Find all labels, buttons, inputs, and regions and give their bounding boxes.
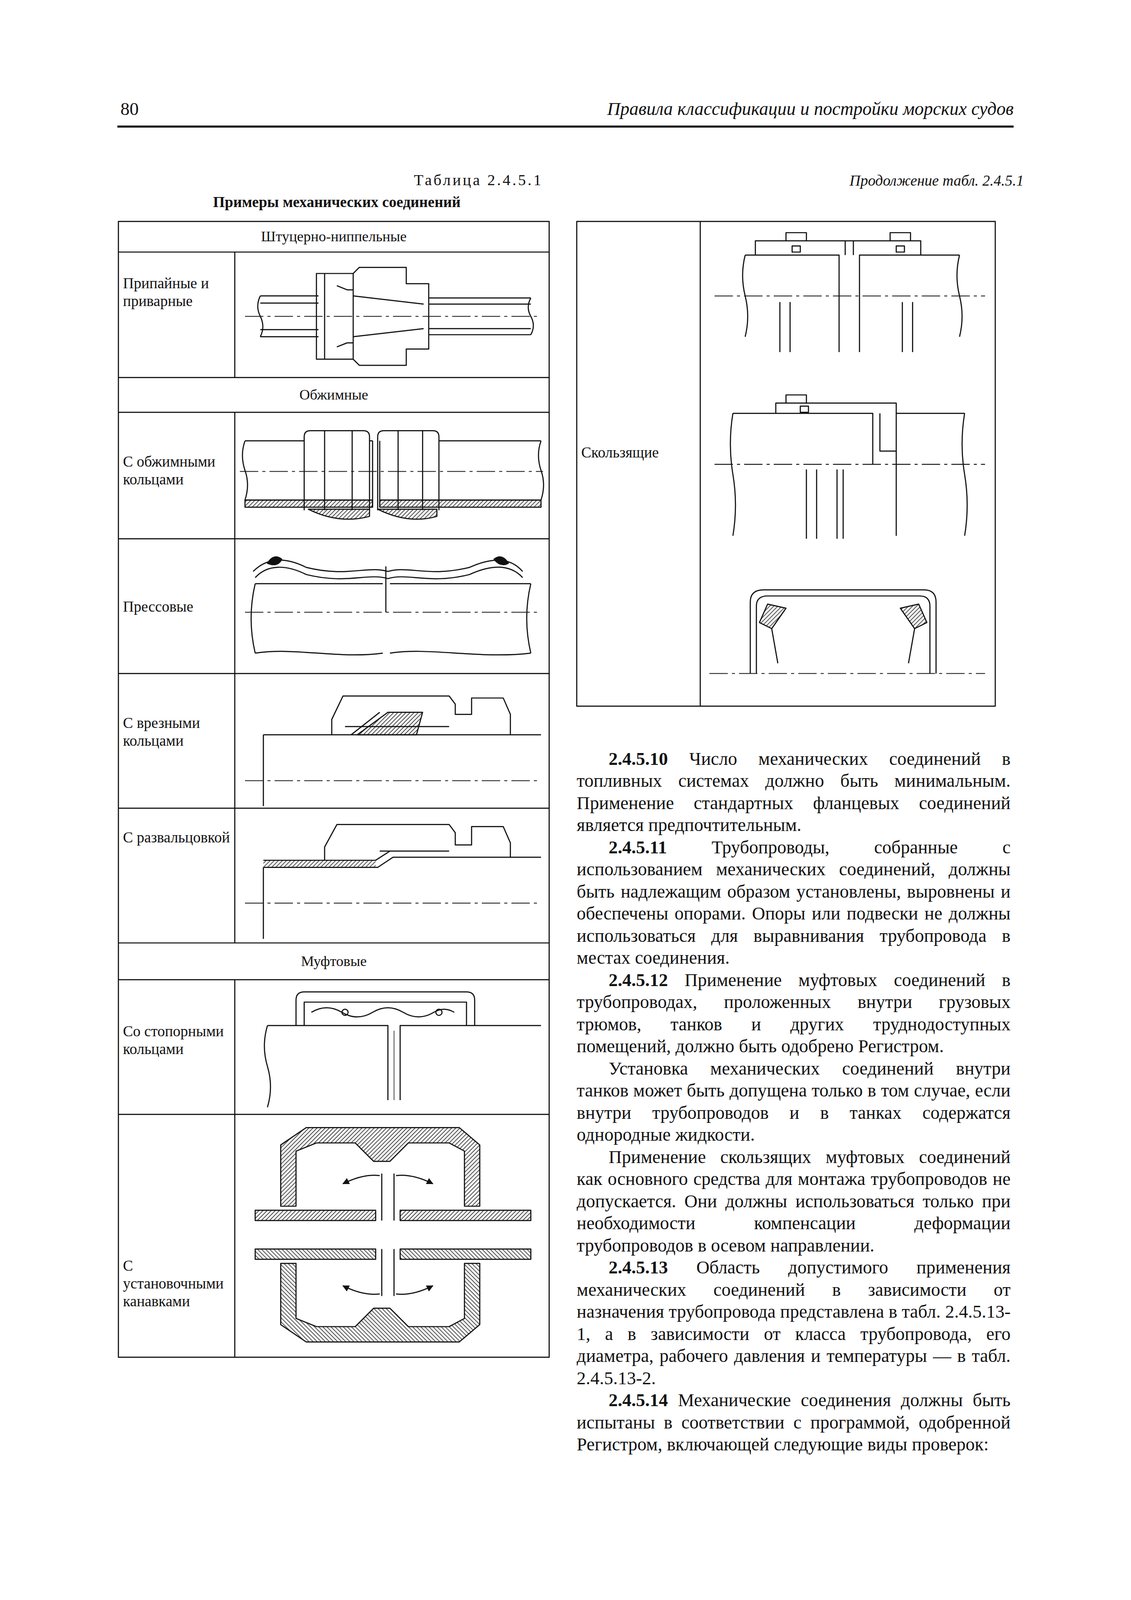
table-row-label: Припайные и приварные	[118, 252, 235, 378]
clause-number: 2.4.5.11	[608, 837, 668, 858]
paragraph: 2.4.5.13 Область допустимого применения …	[576, 1256, 1011, 1390]
paragraph: 2.4.5.11 Трубопроводы, собранные с испол…	[576, 836, 1011, 970]
page-number: 80	[120, 98, 139, 120]
paragraph: 2.4.5.10 Число механических соединений в…	[576, 748, 1011, 837]
table-group-header: Муфтовые	[118, 943, 550, 980]
press-joint-drawing	[244, 557, 542, 656]
table-group-header: Штуцерно-ниппельные	[118, 221, 550, 253]
flared-joint-drawing	[244, 824, 542, 940]
clause-number: 2.4.5.10	[608, 748, 668, 770]
table-title: Примеры механических соединений	[108, 193, 565, 211]
cell-text: Муфтовые	[301, 953, 367, 971]
paragraph: Применение скользящих муфтовых соединени…	[576, 1146, 1011, 1258]
table-number: Таблица 2.4.5.1	[413, 171, 543, 189]
table-row-label: Со стопорными кольцами	[118, 979, 235, 1115]
running-header: Правила классификации и постройки морски…	[607, 98, 1014, 120]
table-row-label: С обжимными кольцами	[118, 412, 235, 539]
table-row-label: С установочными канавками	[118, 1114, 235, 1358]
cell-text: Со стопорными кольцами	[123, 1022, 232, 1059]
cell-text: Обжимные	[299, 386, 369, 404]
cell-text: Штуцерно-ниппельные	[260, 228, 407, 246]
table-row-label: Прессовые	[118, 538, 235, 674]
body-text: 2.4.5.10 Число механических соединений в…	[576, 748, 1011, 1457]
sliding-joint-drawing	[709, 232, 986, 674]
clause-text: Установка механических соединений внутри…	[576, 1058, 1011, 1146]
paragraph: Установка механических соединений внутри…	[576, 1058, 1011, 1147]
paragraph: 2.4.5.12 Применение муфтовых соединений …	[576, 969, 1011, 1059]
cell-text: Скользящие	[581, 443, 697, 462]
cell-text: С врезными кольцами	[123, 714, 232, 751]
cell-text: С обжимными кольцами	[123, 453, 232, 489]
clause-text: Применение скользящих муфтовых соединени…	[576, 1146, 1011, 1257]
soldered-joint-drawing	[244, 267, 542, 366]
cell-text: Припайные и приварные	[123, 274, 232, 311]
cell-text: С развальцовкой	[123, 828, 232, 847]
table-row-label: С врезными кольцами	[118, 673, 235, 809]
cell-text: Прессовые	[123, 598, 232, 616]
clause-number: 2.4.5.13	[608, 1257, 668, 1278]
cell-text: С установочными канавками	[123, 1257, 232, 1311]
header-rule	[117, 125, 1014, 128]
table-group-header: Обжимные	[118, 377, 550, 413]
table-row-label: Скользящие	[576, 221, 701, 707]
table-continuation: Продолжение табл. 2.4.5.1	[849, 172, 1024, 190]
grooved-joint-drawing	[255, 1127, 531, 1343]
compression-ring-drawing	[239, 430, 544, 520]
clause-number: 2.4.5.14	[608, 1390, 668, 1411]
paragraph: 2.4.5.14 Механические соединения должны …	[576, 1389, 1011, 1457]
retaining-ring-drawing	[264, 992, 541, 1108]
table-row-label: С развальцовкой	[118, 808, 235, 944]
cutting-ring-drawing	[244, 696, 542, 807]
clause-number: 2.4.5.12	[608, 969, 668, 991]
